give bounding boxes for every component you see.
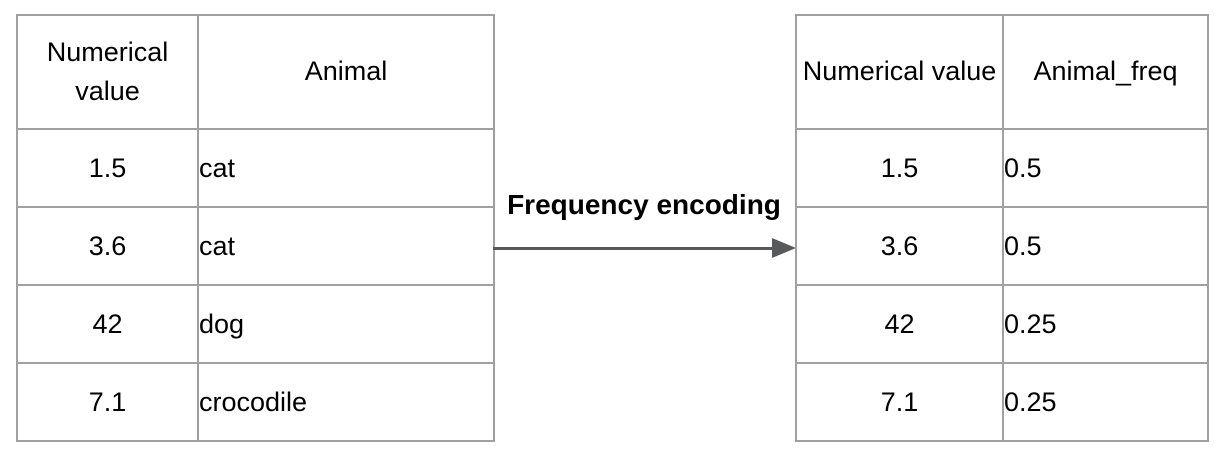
encoded-header-animal-freq: Animal_freq [1002, 14, 1209, 130]
encoded-cell-numeric: 1.5 [795, 128, 1004, 208]
table-row: 42 0.25 [795, 284, 1209, 364]
source-cell-animal: cat [197, 128, 495, 208]
encoded-cell-freq: 0.25 [1002, 284, 1209, 364]
encoded-cell-freq: 0.5 [1002, 206, 1209, 286]
source-cell-animal: cat [197, 206, 495, 286]
source-cell-numeric: 7.1 [16, 362, 199, 442]
encoded-cell-freq: 0.5 [1002, 128, 1209, 208]
encoded-cell-freq: 0.25 [1002, 362, 1209, 442]
source-cell-animal: crocodile [197, 362, 495, 442]
table-row: 1.5 cat [16, 128, 495, 208]
arrow-head-icon [772, 238, 796, 258]
encoded-table: Numerical value Animal_freq 1.5 0.5 3.6 … [795, 14, 1209, 442]
source-cell-numeric: 1.5 [16, 128, 199, 208]
table-row: 1.5 0.5 [795, 128, 1209, 208]
source-cell-animal: dog [197, 284, 495, 364]
source-header-numerical-value: Numerical value [16, 14, 199, 130]
encoded-cell-numeric: 3.6 [795, 206, 1004, 286]
table-row: 3.6 cat [16, 206, 495, 286]
table-row: 7.1 crocodile [16, 362, 495, 442]
source-table-header-row: Numerical value Animal [16, 14, 495, 130]
source-cell-numeric: 3.6 [16, 206, 199, 286]
source-cell-numeric: 42 [16, 284, 199, 364]
table-row: 3.6 0.5 [795, 206, 1209, 286]
source-table: Numerical value Animal 1.5 cat 3.6 cat 4… [16, 14, 495, 442]
encoded-cell-numeric: 7.1 [795, 362, 1004, 442]
encoded-cell-numeric: 42 [795, 284, 1004, 364]
table-row: 7.1 0.25 [795, 362, 1209, 442]
arrow-line [493, 247, 773, 250]
arrow-label: Frequency encoding [507, 189, 781, 220]
source-header-animal: Animal [197, 14, 495, 130]
encoded-table-header-row: Numerical value Animal_freq [795, 14, 1209, 130]
table-row: 42 dog [16, 284, 495, 364]
encoded-header-numerical-value: Numerical value [795, 14, 1004, 130]
